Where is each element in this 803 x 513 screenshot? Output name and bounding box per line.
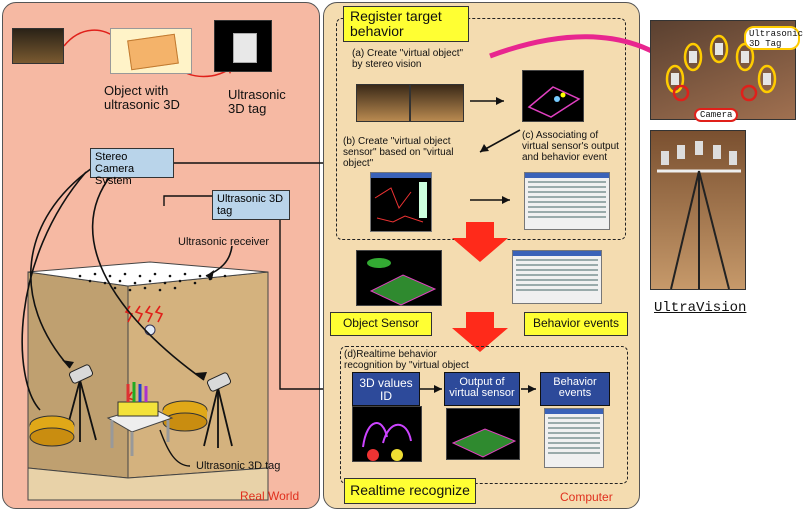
object-label: Object with ultrasonic 3D (104, 83, 180, 112)
step-d-label: (d)Realtime behavior recognition by "vir… (344, 349, 469, 371)
stereo-camera-box: Stereo Camera System (90, 148, 174, 187)
behavior-assoc-window (524, 172, 610, 230)
ultrasonic-receiver-label: Ultrasonic receiver (178, 236, 270, 248)
behavior-events-window (512, 250, 602, 304)
stereo-image-left (356, 84, 410, 122)
sensor-editor-window (370, 172, 432, 232)
tag-callout-text: Ultrasonic 3D Tag (749, 29, 803, 49)
room-photo (12, 28, 64, 64)
object-photo (110, 28, 192, 74)
tag-callout: Ultrasonic 3D Tag (744, 26, 803, 50)
realtime-3d-render (352, 406, 422, 462)
tag-label: Ultrasonic 3D tag (228, 87, 286, 116)
object-sensor-label: Object Sensor (330, 312, 432, 336)
realtime-recognize-label: Realtime recognize (344, 478, 476, 504)
realtime-section (340, 346, 628, 484)
realtime-events-window (544, 408, 604, 468)
camera-callout: Camera (694, 108, 738, 122)
real-world-footer: Real World (240, 489, 300, 503)
stereo-image-right (410, 84, 464, 122)
step-a-label: (a) Create "virtual object" by stereo vi… (352, 48, 464, 70)
ultrasonic-tag-box: Ultrasonic 3D tag (212, 190, 290, 220)
virtual-object-render (522, 70, 584, 122)
realtime-sensor-render (446, 408, 520, 460)
bottom-tag-label: Ultrasonic 3D tag (196, 460, 281, 472)
flow-behavior-events: Behavior events (540, 372, 610, 406)
behavior-events-label: Behavior events (524, 312, 628, 336)
flow-3d-values: 3D values ID (352, 372, 420, 406)
register-title: Register target behavior (343, 6, 469, 42)
ultravision-caption: UltraVision (654, 300, 747, 316)
computer-footer: Computer (560, 490, 613, 504)
tag-photo (214, 20, 272, 72)
step-c-label: (c) Associating of virtual sensor's outp… (522, 130, 619, 163)
step-b-label: (b) Create "virtual object sensor" based… (343, 136, 454, 169)
tripod-photo (650, 130, 746, 290)
flow-virtual-output: Output of virtual sensor (444, 372, 520, 406)
camera-callout-text: Camera (700, 110, 733, 120)
object-sensor-render (356, 250, 442, 306)
